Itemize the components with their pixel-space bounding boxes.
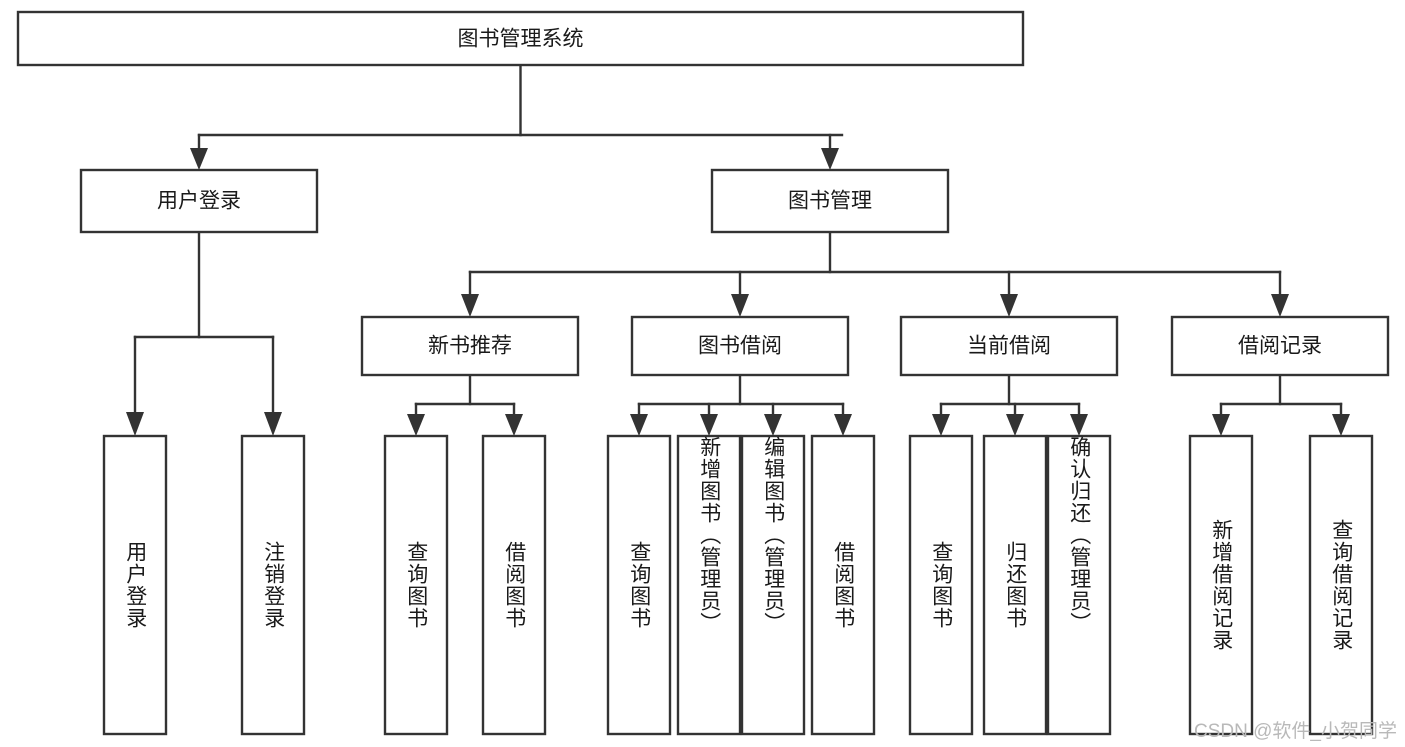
arrow-bm-c2	[731, 294, 749, 317]
arrow-bb-l3	[764, 414, 782, 436]
node-leaf-query-book-2-box[interactable]	[606, 434, 672, 736]
node-new-book-recommend-label: 新书推荐	[428, 335, 512, 358]
node-root-box[interactable]	[16, 10, 1025, 67]
node-leaf-borrow-book-2-box[interactable]	[810, 434, 876, 736]
arrow-br-l2	[1332, 414, 1350, 436]
arrow-br-l1	[1212, 414, 1230, 436]
node-book-manage-box[interactable]	[710, 168, 950, 234]
node-book-manage-label: 图书管理	[788, 190, 872, 213]
node-user-login-box[interactable]	[79, 168, 319, 234]
node-leaf-add-book-box[interactable]	[676, 434, 742, 736]
node-root-label: 图书管理系统	[458, 28, 584, 51]
node-borrow-record-box[interactable]	[1170, 315, 1390, 377]
connector-layer	[126, 63, 1350, 436]
arrow-bm-c1	[461, 294, 479, 317]
arrow-bm-c3	[1000, 294, 1018, 317]
arrow-root-to-book-manage	[821, 148, 839, 170]
node-current-borrow-label: 当前借阅	[967, 335, 1051, 358]
node-leaf-edit-book-box[interactable]	[740, 434, 806, 736]
arrow-ul-l1	[126, 412, 144, 436]
arrow-bb-l4	[834, 414, 852, 436]
arrow-root-to-user-login	[190, 148, 208, 170]
arrow-ul-l2	[264, 412, 282, 436]
node-leaf-confirm-return-box[interactable]	[1046, 434, 1112, 736]
node-leaf-query-book-3-box[interactable]	[908, 434, 974, 736]
arrow-nbr-l2	[505, 414, 523, 436]
node-leaf-user-logout-box[interactable]	[240, 434, 306, 736]
node-leaf-query-record-box[interactable]	[1308, 434, 1374, 736]
arrow-bm-c4	[1271, 294, 1289, 317]
arrow-bb-l2	[700, 414, 718, 436]
node-leaf-user-login-box[interactable]	[102, 434, 168, 736]
arrow-bb-l1	[630, 414, 648, 436]
arrow-cb-l1	[932, 414, 950, 436]
arrow-cb-l3	[1070, 414, 1088, 436]
node-current-borrow-box[interactable]	[899, 315, 1119, 377]
arrow-nbr-l1	[407, 414, 425, 436]
node-book-borrow-label: 图书借阅	[698, 335, 782, 358]
node-leaf-add-record-box[interactable]	[1188, 434, 1254, 736]
node-book-borrow-box[interactable]	[630, 315, 850, 377]
arrow-cb-l2	[1006, 414, 1024, 436]
node-layer: 图书管理系统 用户登录 图书管理 新书推荐 图书借阅 当前借阅 借阅记录	[16, 10, 1390, 736]
node-leaf-query-book-1-box[interactable]	[383, 434, 449, 736]
node-leaf-borrow-book-1-box[interactable]	[481, 434, 547, 736]
node-user-login-label: 用户登录	[157, 190, 241, 213]
node-borrow-record-label: 借阅记录	[1238, 335, 1322, 358]
node-new-book-recommend-box[interactable]	[360, 315, 580, 377]
node-leaf-return-book-box[interactable]	[982, 434, 1048, 736]
